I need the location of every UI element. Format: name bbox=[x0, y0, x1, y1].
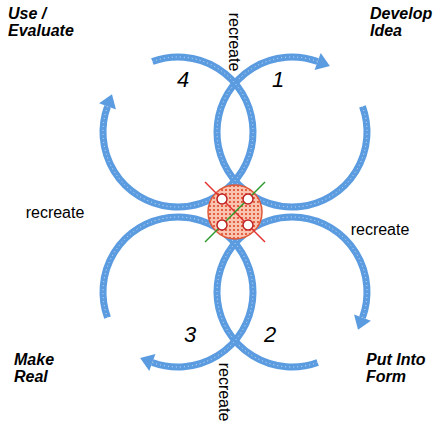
loop-arrowhead bbox=[99, 94, 116, 109]
recreate-label: recreate bbox=[216, 363, 233, 422]
hub-dot bbox=[217, 220, 227, 230]
stage-number: 3 bbox=[184, 323, 196, 346]
hub-dot bbox=[217, 194, 227, 204]
cycle-loops bbox=[99, 53, 371, 371]
green-cross-line bbox=[205, 182, 265, 242]
loop-texture bbox=[217, 217, 367, 367]
stage-label: Make Real bbox=[14, 352, 74, 386]
stage-number: 4 bbox=[177, 68, 189, 91]
red-cross-line bbox=[205, 182, 265, 242]
stage-number: 1 bbox=[272, 68, 284, 91]
loop-arrowhead bbox=[140, 354, 155, 371]
hub-dot bbox=[243, 220, 253, 230]
hub-dot bbox=[243, 194, 253, 204]
loop-arrowhead bbox=[315, 53, 330, 70]
loop-arc bbox=[217, 57, 367, 207]
loop-arrowhead bbox=[354, 315, 371, 330]
loop-arc bbox=[103, 57, 253, 207]
stage-label: Develop Idea bbox=[370, 6, 442, 40]
loop-arc bbox=[217, 217, 367, 367]
stage-label: Use / Evaluate bbox=[8, 6, 88, 40]
recreate-label: recreate bbox=[26, 205, 85, 222]
loop-arc bbox=[103, 217, 253, 367]
recreate-label: recreate bbox=[226, 13, 243, 72]
loop-texture bbox=[217, 57, 367, 207]
stage-label: Put Into Form bbox=[366, 352, 444, 386]
loop-texture bbox=[103, 57, 253, 207]
stage-number: 2 bbox=[264, 323, 276, 346]
recreate-label: recreate bbox=[351, 222, 410, 239]
loop-texture bbox=[103, 217, 253, 367]
